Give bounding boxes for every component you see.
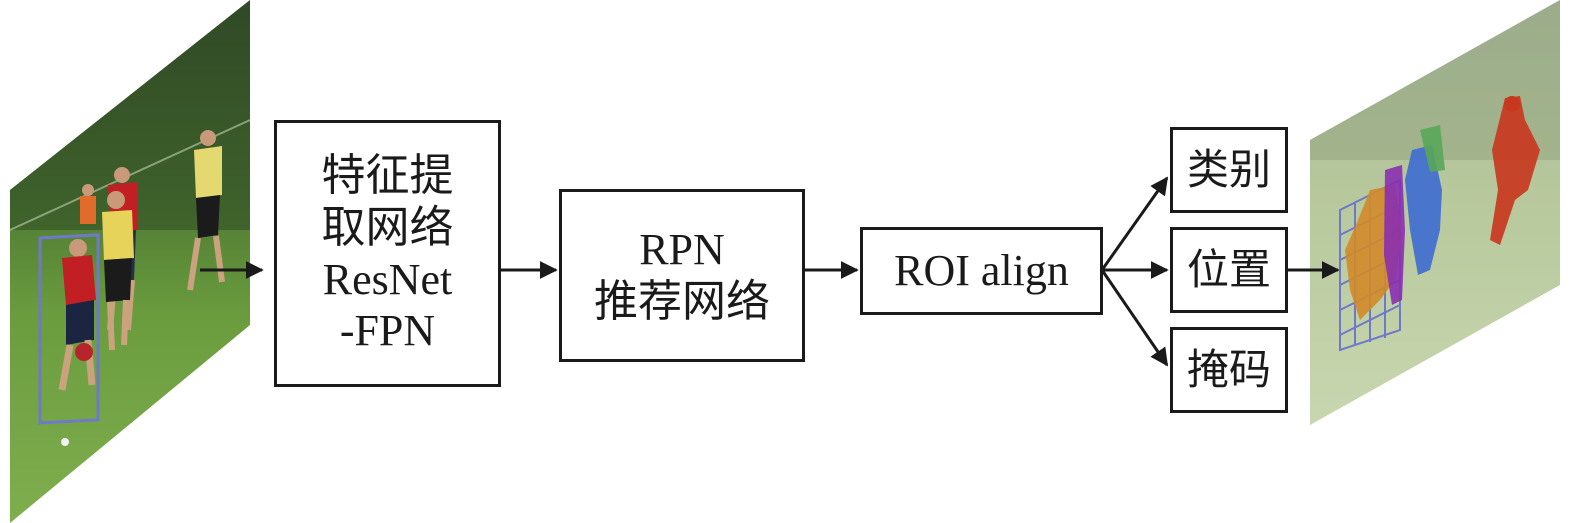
rpn-box: RPN 推荐网络 [559,189,805,362]
roi-align-label: ROI align [894,246,1069,296]
rpn-line-1: RPN [639,224,725,274]
mask-purple [1384,165,1405,305]
mask-output-label: 掩码 [1186,345,1271,395]
player-red-1 [58,239,96,391]
mask-green [1420,125,1445,172]
rpn-line-2: 推荐网络 [594,275,770,327]
backbone-line-4: -FPN [339,306,436,356]
player-yellow-1 [102,191,134,351]
input-image [10,0,250,523]
class-output-label: 类别 [1186,145,1271,195]
arrow-roi-to-class [1100,176,1169,271]
class-output-box: 类别 [1170,127,1288,213]
position-output-box: 位置 [1170,227,1288,313]
roi-align-box: ROI align [860,227,1103,315]
player-yellow-2 [187,130,225,291]
backbone-box: 特征提 取网络 ResNet -FPN [274,120,501,387]
position-output-label: 位置 [1186,245,1271,295]
mask-red [1490,96,1540,245]
soccer-ball [61,438,69,446]
mask-red-head [1504,96,1520,112]
backbone-line-1: 特征提 [321,149,454,201]
player-background [80,184,96,224]
mask-blue [1405,145,1442,275]
detection-bbox [38,233,100,425]
output-image [1310,0,1560,425]
backbone-line-3: ResNet [322,254,453,304]
mask-output-box: 掩码 [1170,327,1288,413]
backbone-line-2: 取网络 [321,201,454,253]
arrow-roi-to-mask [1100,269,1169,367]
